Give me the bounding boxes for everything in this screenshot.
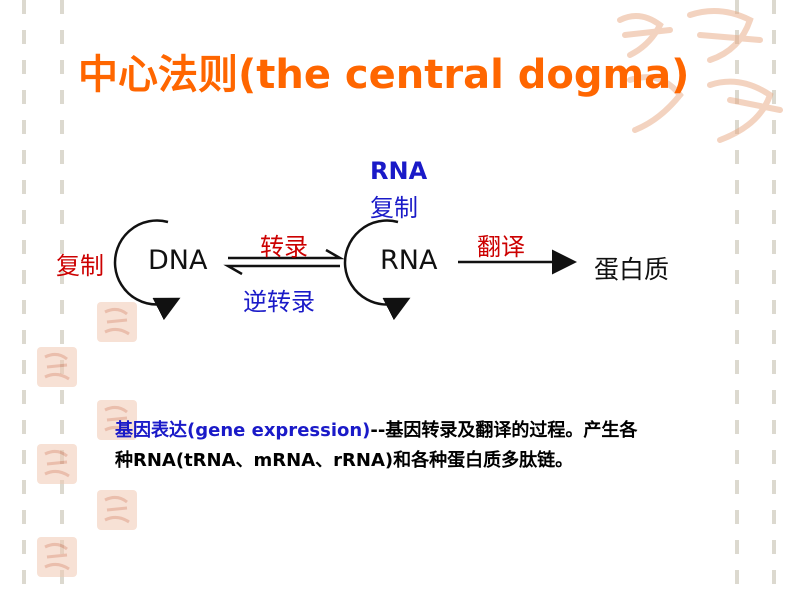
rna-replication-label-line1: RNA: [370, 157, 428, 185]
seal-icon: [37, 347, 77, 387]
slide-title: 中心法则(the central dogma): [78, 52, 690, 98]
dna-replication-cycle-arrow: [113, 219, 181, 321]
seal-icon: [97, 400, 137, 440]
seal-icon: [37, 444, 77, 484]
seal-icon: [37, 537, 77, 577]
seal-icon: [97, 490, 137, 530]
rna-replication-label-line2: 复制: [370, 194, 418, 222]
background-dash-line: [22, 0, 26, 600]
reverse-transcription-arrow: [223, 264, 340, 276]
seal-icon: [97, 302, 137, 342]
rna-replication-cycle-arrow: [343, 219, 411, 321]
transcription-label: 转录: [260, 233, 308, 261]
dna-node: DNA: [148, 245, 208, 276]
transcription-arrow: [228, 248, 345, 260]
dna-replication-label: 复制: [56, 252, 104, 280]
translation-label: 翻译: [477, 233, 525, 261]
description-line-2: 种RNA(tRNA、mRNA、rRNA)和各种蛋白质多肽链。: [115, 450, 574, 471]
rna-node: RNA: [380, 245, 438, 276]
background-dash-line: [772, 0, 776, 600]
background-dash-line: [60, 0, 64, 600]
reverse-transcription-label: 逆转录: [243, 288, 315, 316]
protein-node: 蛋白质: [594, 255, 670, 284]
gene-expression-description: 基因表达(gene expression)--基因转录及翻译的过程。产生各 种R…: [115, 416, 755, 476]
gene-expression-term: 基因表达(gene expression): [115, 420, 371, 441]
description-line-1: 基因表达(gene expression)--基因转录及翻译的过程。产生各: [115, 416, 755, 446]
background-dash-line: [735, 0, 739, 600]
calligraphy-watermark-icon: [617, 8, 783, 143]
description-line-1-rest: --基因转录及翻译的过程。产生各: [370, 420, 638, 441]
